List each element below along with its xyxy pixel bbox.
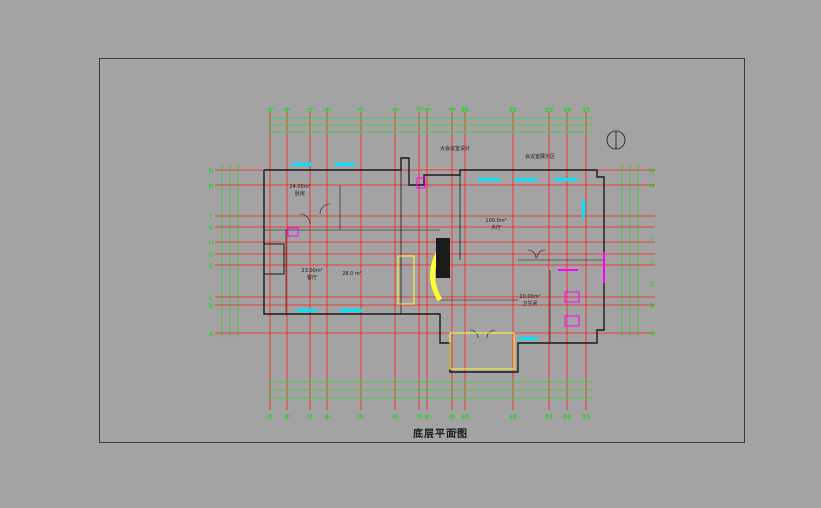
grid-row-label: E — [209, 263, 213, 270]
annotation-note: 会议室展示区 — [525, 153, 555, 160]
grid-col-label: 1 — [268, 414, 272, 421]
grid-axis-lines — [215, 108, 655, 417]
grid-col-label: 9 — [450, 414, 454, 421]
grid-col-label: 4 — [325, 107, 329, 114]
grid-col-label: 12 — [509, 414, 517, 421]
room-name-label: 卧房 — [295, 190, 305, 197]
room-name-label: 客厅 — [307, 274, 317, 281]
room-name-label: 卫生间 — [522, 300, 537, 307]
grid-col-label: 6 — [393, 107, 397, 114]
grid-row-label: H — [209, 240, 214, 247]
room-area-label: 24.00m² — [289, 184, 310, 190]
grid-col-label: 5 — [359, 107, 363, 114]
grid-col-label: 2 — [285, 107, 289, 114]
sanitary-fixtures — [287, 177, 605, 327]
grid-row-label-right: N — [650, 168, 655, 175]
drawing-sheet-border — [99, 58, 745, 443]
grid-col-label: 8 — [425, 107, 429, 114]
grid-col-label: 1 — [268, 107, 272, 114]
grid-row-label: A — [209, 331, 214, 338]
grid-col-label: 3 — [308, 107, 312, 114]
grid-row-label: M — [208, 183, 213, 190]
grid-col-label: 15 — [582, 107, 590, 114]
grid-col-label: 7 — [417, 414, 421, 421]
grid-row-label: C — [209, 295, 213, 302]
grid-row-label-right: M — [649, 183, 654, 190]
grid-row-label-right: B — [650, 303, 654, 310]
drawing-scale: 1/0 — [454, 428, 464, 435]
window-openings — [292, 163, 585, 340]
grid-col-label: 9 — [450, 107, 454, 114]
room-name-label: 大厅 — [491, 224, 501, 231]
grid-row-label-right: J — [650, 236, 653, 243]
room-labels: 11223344556677889910101212131314141515NM… — [208, 107, 655, 421]
grid-row-label: N — [209, 168, 214, 175]
building-walls — [263, 157, 605, 373]
grid-row-label-right: D — [650, 281, 655, 288]
grid-col-label: 13 — [545, 107, 553, 114]
staircase — [397, 238, 515, 370]
grid-col-label: 15 — [582, 414, 590, 421]
grid-row-label-right: F — [650, 261, 654, 268]
grid-col-label: 7 — [417, 107, 421, 114]
annotation-note: 大会议室设计 — [440, 145, 470, 152]
grid-col-label: 8 — [425, 414, 429, 421]
grid-col-label: 6 — [393, 414, 397, 421]
grid-row-label-right: A — [650, 331, 655, 338]
grid-row-label: L — [209, 214, 213, 221]
grid-col-label: 10 — [461, 107, 469, 114]
grid-col-label: 12 — [509, 107, 517, 114]
grid-col-label: 3 — [308, 414, 312, 421]
room-area-label: 28.0 m² — [342, 271, 362, 277]
room-area-label: 10.00m² — [519, 294, 540, 300]
grid-col-label: 2 — [285, 414, 289, 421]
grid-row-label: K — [209, 225, 214, 232]
grid-col-label: 14 — [563, 414, 571, 421]
grid-row-label: B — [209, 303, 213, 310]
drawing-title: 底层平面图 — [413, 429, 468, 440]
room-area-label: 100.0m² — [485, 218, 506, 224]
grid-col-label: 13 — [545, 414, 553, 421]
grid-row-label: G — [209, 252, 214, 259]
grid-col-label: 14 — [563, 107, 571, 114]
grid-col-label: 5 — [359, 414, 363, 421]
grid-col-label: 10 — [461, 414, 469, 421]
room-area-label: 23.00m² — [301, 268, 322, 274]
grid-col-label: 4 — [325, 414, 329, 421]
